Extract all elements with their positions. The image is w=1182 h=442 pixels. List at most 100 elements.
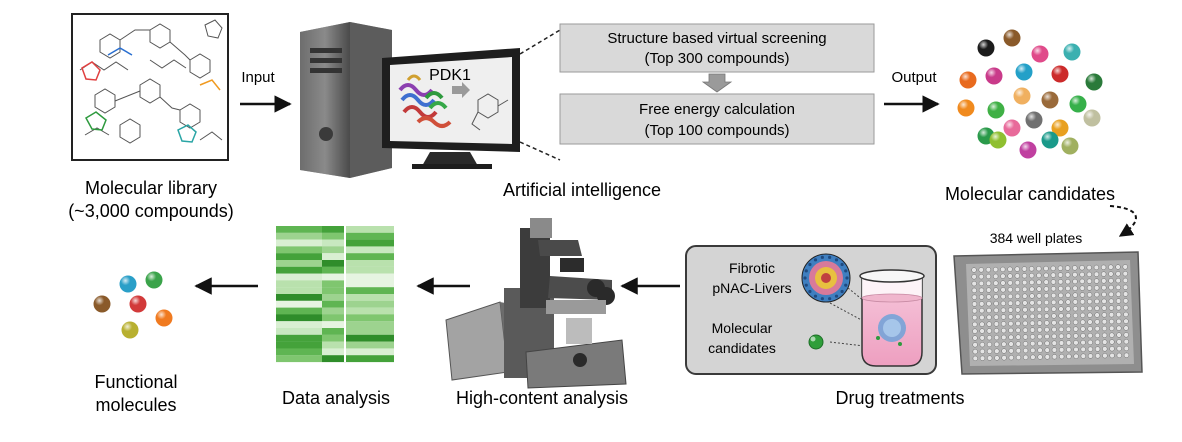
- plate-well: [1014, 280, 1021, 286]
- plate-well: [1000, 293, 1006, 300]
- heatmap-cell: [322, 287, 346, 295]
- heatmap-cell: [346, 355, 394, 363]
- heatmap-cell: [322, 348, 346, 356]
- plate-well: [1051, 320, 1057, 326]
- plate-well: [1080, 312, 1086, 319]
- plate-well: [1123, 339, 1129, 345]
- plate-well: [1036, 279, 1042, 285]
- screening-box-2: [559, 93, 875, 145]
- plate-well: [1101, 305, 1107, 311]
- functional-molecules-icon: [93, 271, 173, 339]
- plate-well: [1065, 319, 1072, 326]
- plate-well: [1115, 264, 1121, 270]
- molecular-library-image: [71, 13, 229, 161]
- plate-well: [972, 314, 978, 321]
- plate-well: [1000, 280, 1006, 286]
- functional-ball-2-shine: [93, 295, 111, 313]
- plate-well: [1058, 306, 1064, 312]
- plate-well: [978, 267, 984, 273]
- candidate-ball-3-shine: [1063, 43, 1081, 61]
- plate-well: [993, 280, 999, 286]
- heatmap-cell: [322, 246, 346, 254]
- plate-well: [1072, 285, 1078, 291]
- plate-well: [1079, 271, 1085, 278]
- plate-well: [1030, 354, 1036, 360]
- plate-well: [1065, 292, 1071, 298]
- candidate-ball-22-shine: [1041, 131, 1059, 149]
- plate-well: [1008, 314, 1014, 320]
- plate-well: [1079, 278, 1085, 285]
- plate-well: [1050, 265, 1056, 272]
- plate-well: [1021, 273, 1028, 279]
- ligand-icon: [471, 93, 509, 131]
- heatmap-cell: [276, 232, 322, 240]
- heatmap-cell: [346, 239, 394, 247]
- candidate-ball-18-shine: [1083, 109, 1101, 127]
- heatmap-cell: [276, 328, 322, 335]
- plate-well: [1109, 346, 1115, 352]
- heatmap-cell: [322, 280, 346, 288]
- plate-well: [1087, 326, 1093, 332]
- plate-well: [1101, 319, 1108, 325]
- functional-label-line1: Functional: [94, 372, 177, 392]
- plate-well: [1065, 306, 1071, 312]
- heatmap-cell: [322, 314, 346, 322]
- plate-well: [993, 334, 1000, 341]
- plate-well: [1050, 292, 1057, 299]
- heatmap-cell: [322, 253, 346, 261]
- plate-well: [1014, 293, 1021, 299]
- candidate-ball-1-shine: [1003, 29, 1021, 47]
- organoid-cell-dot: [840, 289, 844, 294]
- plate-well: [1058, 340, 1065, 346]
- plate-well: [1073, 353, 1079, 359]
- plate-well: [979, 314, 985, 321]
- plate-well: [1050, 279, 1057, 285]
- plate-well: [1066, 340, 1072, 346]
- plate-well: [978, 287, 985, 293]
- plate-well: [1029, 306, 1035, 313]
- plate-well: [1000, 300, 1006, 307]
- heatmap-cell: [322, 239, 346, 247]
- plate-well: [1123, 305, 1129, 311]
- plate-well: [1108, 291, 1114, 298]
- plate-well: [1094, 312, 1100, 318]
- candidate-ball-6-shine: [1015, 63, 1033, 81]
- plate-well: [1094, 346, 1101, 352]
- plate-well: [1079, 292, 1086, 298]
- candidate-ball-11-shine: [1013, 87, 1031, 105]
- plate-well: [1072, 292, 1078, 298]
- plate-well: [1051, 313, 1057, 319]
- plate-well: [1000, 314, 1007, 320]
- plate-well: [972, 321, 978, 328]
- plate-well: [1094, 339, 1101, 345]
- plate-well: [1108, 271, 1114, 277]
- plate-well: [1065, 285, 1071, 292]
- plate-well: [1086, 264, 1092, 271]
- data-analysis-label: Data analysis: [282, 388, 390, 408]
- mol-candidates-line1: Molecular: [712, 320, 773, 336]
- plate-well: [1028, 266, 1035, 272]
- plate-well: [1086, 285, 1093, 291]
- functional-ball-0-shine: [119, 275, 137, 293]
- plate-well: [1073, 326, 1079, 332]
- plate-well: [1000, 266, 1006, 273]
- plate-well: [993, 314, 999, 320]
- organoid-cell-dot: [813, 294, 818, 298]
- heatmap-cell: [276, 314, 322, 322]
- organoid-cell-dot: [804, 283, 808, 287]
- heatmap-cell: [346, 246, 394, 254]
- plate-well: [1072, 319, 1079, 325]
- candidate-molecule-highlight: [810, 336, 816, 342]
- plate-well: [1008, 334, 1014, 340]
- plate-well: [1108, 305, 1115, 311]
- plate-well: [1050, 286, 1057, 292]
- plate-well: [1022, 327, 1028, 333]
- heatmap-cell: [346, 314, 394, 322]
- heatmap-cell: [322, 334, 346, 342]
- plate-well: [1022, 320, 1028, 327]
- plate-well: [1037, 347, 1043, 353]
- plate-well: [1109, 352, 1115, 359]
- plate-well: [1080, 333, 1086, 339]
- data-analysis-heatmap: [276, 226, 394, 363]
- plate-well: [979, 308, 985, 314]
